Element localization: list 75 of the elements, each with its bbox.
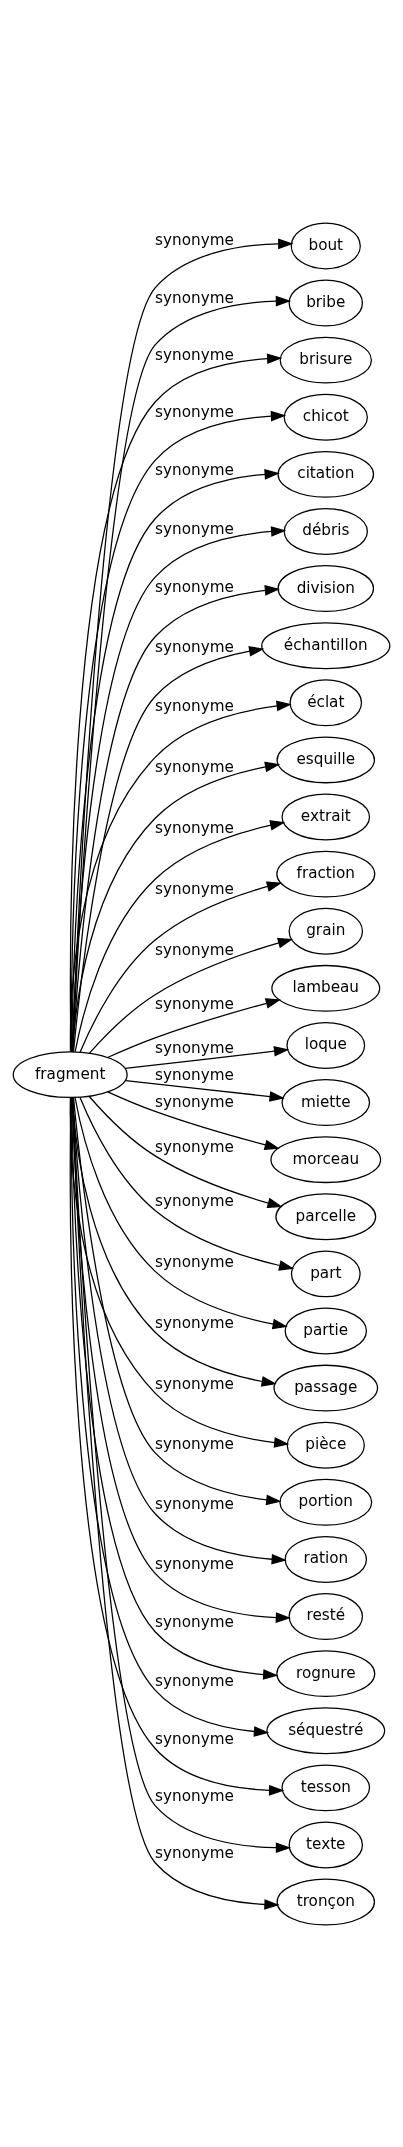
edge-label: synonyme bbox=[155, 1494, 234, 1513]
node-ellipse: portion bbox=[279, 1478, 373, 1526]
edge-label: synonyme bbox=[155, 1191, 234, 1210]
arrow bbox=[74, 1096, 288, 1329]
node-ellipse: rognure bbox=[276, 1649, 376, 1697]
node-ellipse: brisure bbox=[279, 336, 372, 384]
node-ellipse: fragment bbox=[12, 1050, 128, 1098]
node-ellipse: fraction bbox=[276, 850, 376, 898]
edge-label: synonyme bbox=[155, 696, 234, 715]
edge-label: synonyme bbox=[155, 345, 234, 364]
edge-label: synonyme bbox=[155, 1671, 234, 1690]
arrow bbox=[79, 880, 283, 1053]
edge-label: synonyme bbox=[155, 1038, 234, 1057]
node-ellipse: bribe bbox=[288, 279, 364, 326]
node-ellipse: chicot bbox=[283, 393, 368, 441]
edge-label: synonyme bbox=[155, 1313, 234, 1332]
edge-label: synonyme bbox=[155, 940, 234, 959]
edge-label: synonyme bbox=[155, 1434, 234, 1453]
edge-label: synonyme bbox=[155, 288, 234, 307]
edge-label: synonyme bbox=[155, 1612, 234, 1631]
edge-label: synonyme bbox=[155, 757, 234, 776]
edge-label: synonyme bbox=[155, 402, 234, 421]
node-ellipse: pièce bbox=[286, 1421, 365, 1469]
node-ellipse: lambeau bbox=[271, 964, 381, 1012]
node-ellipse: morceau bbox=[270, 1135, 382, 1183]
node-ellipse: citation bbox=[277, 450, 375, 498]
node-ellipse: partie bbox=[284, 1307, 368, 1354]
node-ellipse: parcelle bbox=[275, 1192, 377, 1240]
node-ellipse: extrait bbox=[281, 793, 371, 840]
node-ellipse: bout bbox=[290, 221, 361, 269]
node-ellipse: passage bbox=[273, 1364, 379, 1412]
node-ellipse: débris bbox=[283, 507, 368, 555]
node-ellipse: miette bbox=[281, 1078, 371, 1126]
edge-label: synonyme bbox=[155, 460, 234, 479]
node-ellipse: esquille bbox=[276, 735, 376, 783]
edge-label: synonyme bbox=[155, 1554, 234, 1573]
edge-label: synonyme bbox=[155, 1252, 234, 1271]
node-ellipse: échantillon bbox=[261, 621, 391, 669]
arrow bbox=[107, 997, 281, 1058]
edge-label: synonyme bbox=[155, 230, 234, 249]
edge-label: synonyme bbox=[155, 1137, 234, 1156]
edge-label: synonyme bbox=[155, 1374, 234, 1393]
edge-label: synonyme bbox=[155, 879, 234, 898]
node-ellipse: resté bbox=[288, 1592, 364, 1640]
edge-label: synonyme bbox=[155, 577, 234, 596]
arrow bbox=[88, 937, 294, 1054]
edge-label: synonyme bbox=[155, 519, 234, 537]
node-ellipse: éclat bbox=[289, 678, 363, 726]
arrow bbox=[69, 700, 292, 1052]
node-ellipse: loque bbox=[286, 1021, 366, 1069]
arrow bbox=[74, 819, 286, 1052]
edge-label: synonyme bbox=[155, 994, 234, 1013]
arrow bbox=[69, 1096, 290, 1448]
node-ellipse: tesson bbox=[281, 1763, 371, 1811]
edge-label: synonyme bbox=[155, 1065, 234, 1084]
edge-label: synonyme bbox=[155, 637, 234, 656]
edge-label: synonyme bbox=[155, 1092, 234, 1111]
node-ellipse: part bbox=[290, 1249, 361, 1297]
node-ellipse: grain bbox=[288, 907, 364, 955]
node-ellipse: séquestré bbox=[266, 1706, 386, 1754]
node-ellipse: texte bbox=[288, 1821, 364, 1868]
edge-label: synonyme bbox=[155, 1729, 234, 1748]
node-ellipse: division bbox=[277, 564, 375, 612]
arrow bbox=[107, 1090, 280, 1150]
arrow bbox=[79, 1096, 295, 1271]
edge-label: synonyme bbox=[155, 1786, 234, 1805]
arrow bbox=[71, 761, 281, 1052]
arrow bbox=[125, 1079, 285, 1102]
arrow bbox=[72, 645, 265, 1052]
arrow bbox=[88, 1095, 283, 1208]
node-ellipse: tronçon bbox=[276, 1878, 376, 1926]
edge-label: synonyme bbox=[155, 818, 234, 837]
edge-label: synonyme bbox=[155, 1843, 234, 1862]
arrow bbox=[124, 1045, 290, 1069]
node-ellipse: ration bbox=[284, 1535, 368, 1583]
